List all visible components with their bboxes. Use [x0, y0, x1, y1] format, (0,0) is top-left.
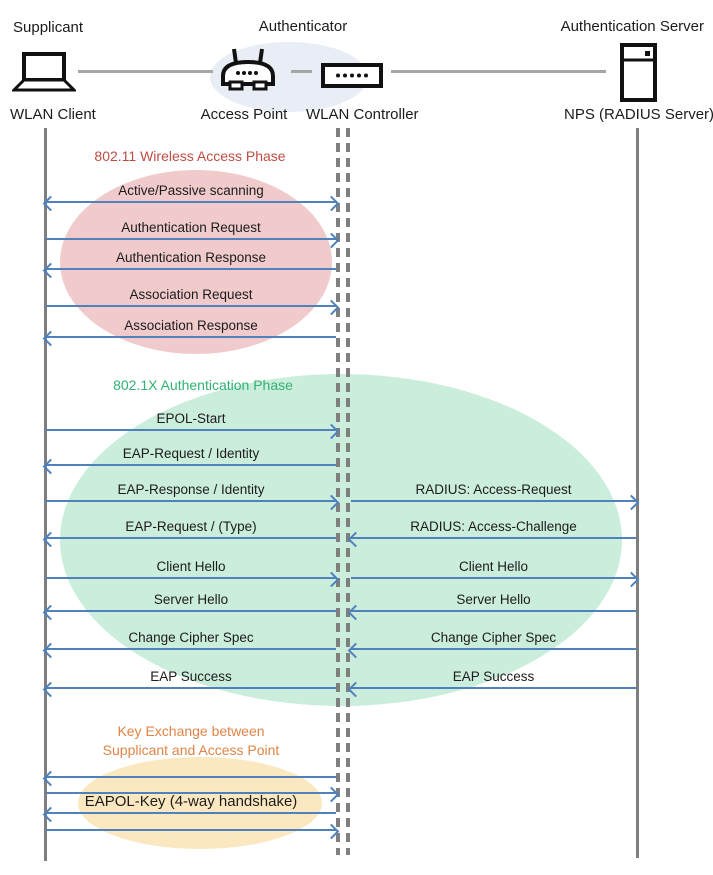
message-label: EAP-Request / (Type): [125, 519, 257, 534]
message-label: Client Hello: [458, 559, 529, 574]
laptop-icon: [12, 51, 76, 93]
message-label: Change Cipher Spec: [128, 630, 254, 645]
label-nps-radius-server: NPS (RADIUS Server): [564, 106, 713, 123]
message-eapol-key-1: [42, 770, 336, 787]
message-label: Authentication Request: [121, 220, 261, 235]
access-point-icon: [219, 46, 277, 94]
message-label: Client Hello: [156, 559, 226, 574]
message-label: RADIUS: Access-Request: [415, 482, 572, 497]
message-eapol-key-3: EAPOL-Key (4-way handshake): [42, 793, 336, 823]
role-authenticator: Authenticator: [258, 18, 348, 35]
message-eap-request-identity: EAP-Request / Identity: [42, 446, 336, 475]
message-client-hello-right: Client Hello: [351, 559, 640, 588]
role-authentication-server: Authentication Server: [560, 18, 704, 35]
phase-80211-ellipse: [60, 170, 332, 354]
phase-title-8021x: 802.1X Authentication Phase: [113, 377, 293, 393]
message-arrow: [42, 806, 336, 823]
phase-key-exchange-ellipse: [78, 757, 322, 849]
phase-title-key-exchange-line2: Supplicant and Access Point: [102, 742, 280, 758]
message-arrow: [46, 232, 340, 249]
message-arrow: [42, 642, 336, 659]
message-authentication-request: Authentication Request: [46, 220, 340, 249]
server-icon: [620, 43, 657, 102]
message-radius-access-challenge: RADIUS: Access-Challenge: [347, 519, 636, 548]
message-arrow: [42, 770, 336, 787]
label-access-point: Access Point: [200, 106, 288, 123]
message-label: EAP-Response / Identity: [117, 482, 265, 497]
message-server-hello-right: Server Hello: [347, 592, 636, 621]
message-label: Server Hello: [153, 592, 229, 607]
message-server-hello-left: Server Hello: [42, 592, 336, 621]
connector-line-right: [391, 70, 606, 73]
message-eap-request-type: EAP-Request / (Type): [42, 519, 336, 548]
message-eapol-key-4: [46, 823, 340, 840]
message-label: EAPOL-Key (4-way handshake): [84, 793, 298, 810]
message-arrow: [46, 786, 340, 803]
message-label: EAP Success: [150, 669, 232, 684]
message-label: Authentication Response: [115, 250, 267, 265]
message-arrow: [347, 681, 636, 698]
wlan-controller-icon: [321, 63, 383, 88]
message-label: Server Hello: [456, 592, 531, 607]
message-epol-start: EPOL-Start: [46, 411, 340, 440]
message-label: EAP Success: [452, 669, 535, 684]
message-arrow: [42, 330, 336, 347]
message-arrow: [46, 494, 340, 511]
message-label: RADIUS: Access-Challenge: [410, 519, 577, 534]
message-label: EAP-Request / Identity: [122, 446, 260, 461]
connector-line-left: [78, 70, 213, 73]
message-label: Association Request: [129, 287, 253, 302]
message-association-request: Association Request: [46, 287, 340, 316]
message-arrow: [46, 571, 340, 588]
message-authentication-response: Authentication Response: [42, 250, 336, 279]
message-association-response: Association Response: [42, 318, 336, 347]
message-arrow: [42, 681, 336, 698]
lifeline-auth-server: [636, 128, 639, 858]
message-arrow: [347, 604, 636, 621]
message-label: Active/Passive scanning: [118, 183, 264, 198]
message-arrow: [42, 458, 336, 475]
message-change-cipher-spec-right: Change Cipher Spec: [347, 630, 636, 659]
message-arrow: [347, 531, 636, 548]
role-supplicant: Supplicant: [13, 19, 84, 36]
message-radius-access-request: RADIUS: Access-Request: [351, 482, 640, 511]
message-eap-success-right: EAP Success: [347, 669, 636, 698]
message-label: EPOL-Start: [156, 411, 226, 426]
phase-title-key-exchange-line1: Key Exchange between: [117, 723, 265, 739]
message-arrow: [42, 604, 336, 621]
message-arrow: [46, 823, 340, 840]
label-wlan-client: WLAN Client: [10, 106, 96, 123]
phase-title-80211: 802.11 Wireless Access Phase: [94, 148, 286, 164]
message-client-hello-left: Client Hello: [46, 559, 340, 588]
lifeline-wlan-controller: [346, 128, 350, 855]
message-label: Association Response: [124, 318, 258, 333]
message-arrow: [351, 494, 640, 511]
phase-title-key-exchange: Key Exchange between Supplicant and Acce…: [92, 722, 290, 760]
message-eapol-key-2: [46, 786, 340, 803]
message-active-passive-scanning: Active/Passive scanning: [42, 183, 340, 212]
label-wlan-controller: WLAN Controller: [306, 106, 419, 123]
message-arrow: [46, 299, 340, 316]
message-eap-response-identity: EAP-Response / Identity: [46, 482, 340, 511]
connector-line-middle: [291, 70, 312, 73]
lifeline-supplicant: [44, 128, 47, 861]
message-arrow: [42, 262, 336, 279]
message-eap-success-left: EAP Success: [42, 669, 336, 698]
message-arrow: [42, 195, 340, 212]
message-arrow: [42, 531, 336, 548]
message-arrow: [351, 571, 640, 588]
message-arrow: [347, 642, 636, 659]
lifeline-access-point: [336, 128, 340, 855]
message-change-cipher-spec-left: Change Cipher Spec: [42, 630, 336, 659]
message-label: Change Cipher Spec: [430, 630, 557, 645]
message-arrow: [46, 423, 340, 440]
